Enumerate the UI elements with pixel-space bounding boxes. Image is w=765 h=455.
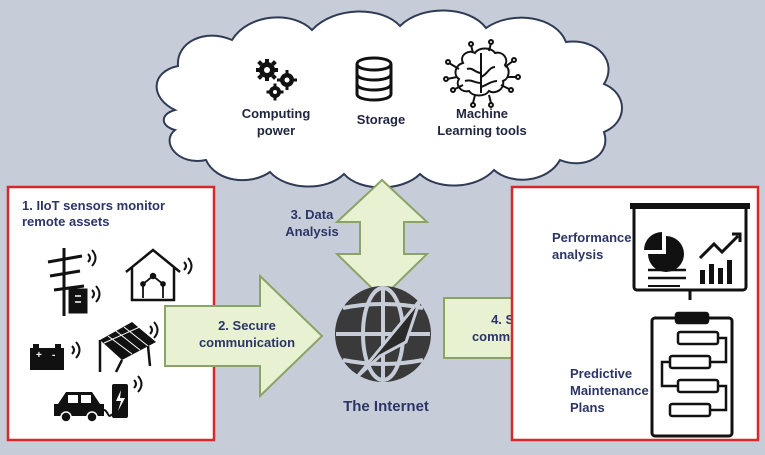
utility-pole-icon (47, 248, 88, 316)
svg-text:+: + (36, 350, 42, 361)
ev-charging-icon (54, 375, 143, 423)
presentation-chart-icon (630, 203, 750, 300)
performance-label: Performance (552, 230, 631, 245)
secure-comm-left-label: 2. Secure (218, 318, 276, 333)
ml-label: Machine (456, 106, 508, 121)
database-icon (355, 56, 393, 102)
predictive-label-2: Maintenance (570, 383, 649, 398)
secure-comm-left-label-2: communication (199, 335, 295, 350)
internet-label: The Internet (343, 398, 429, 415)
battery-icon: + - (30, 341, 81, 370)
performance-label-2: analysis (552, 247, 603, 262)
maintenance-plan-icon (650, 311, 734, 438)
smart-house-icon (125, 248, 193, 302)
cloud-shape (155, 9, 623, 189)
data-analysis-label: 3. Data (291, 207, 334, 222)
predictive-label: Predictive (570, 366, 632, 381)
computing-label-2: power (257, 123, 295, 138)
storage-label: Storage (357, 112, 405, 127)
left-box-title-2: remote assets (22, 214, 109, 229)
data-analysis-arrow (334, 178, 430, 300)
secure-comm-left-arrow (164, 273, 324, 399)
brain-circuit-icon (443, 39, 521, 108)
ml-label-2: Learning tools (437, 123, 527, 138)
data-analysis-label-2: Analysis (285, 224, 338, 239)
svg-text:-: - (52, 350, 55, 361)
computing-label: Computing (242, 106, 311, 121)
solar-panel-icon (98, 321, 159, 373)
cloud (155, 9, 623, 189)
left-box-title: 1. IIoT sensors monitor (22, 198, 165, 213)
internet-globe-icon (335, 286, 431, 382)
wifi-icon (87, 249, 101, 303)
predictive-label-3: Plans (570, 400, 605, 415)
